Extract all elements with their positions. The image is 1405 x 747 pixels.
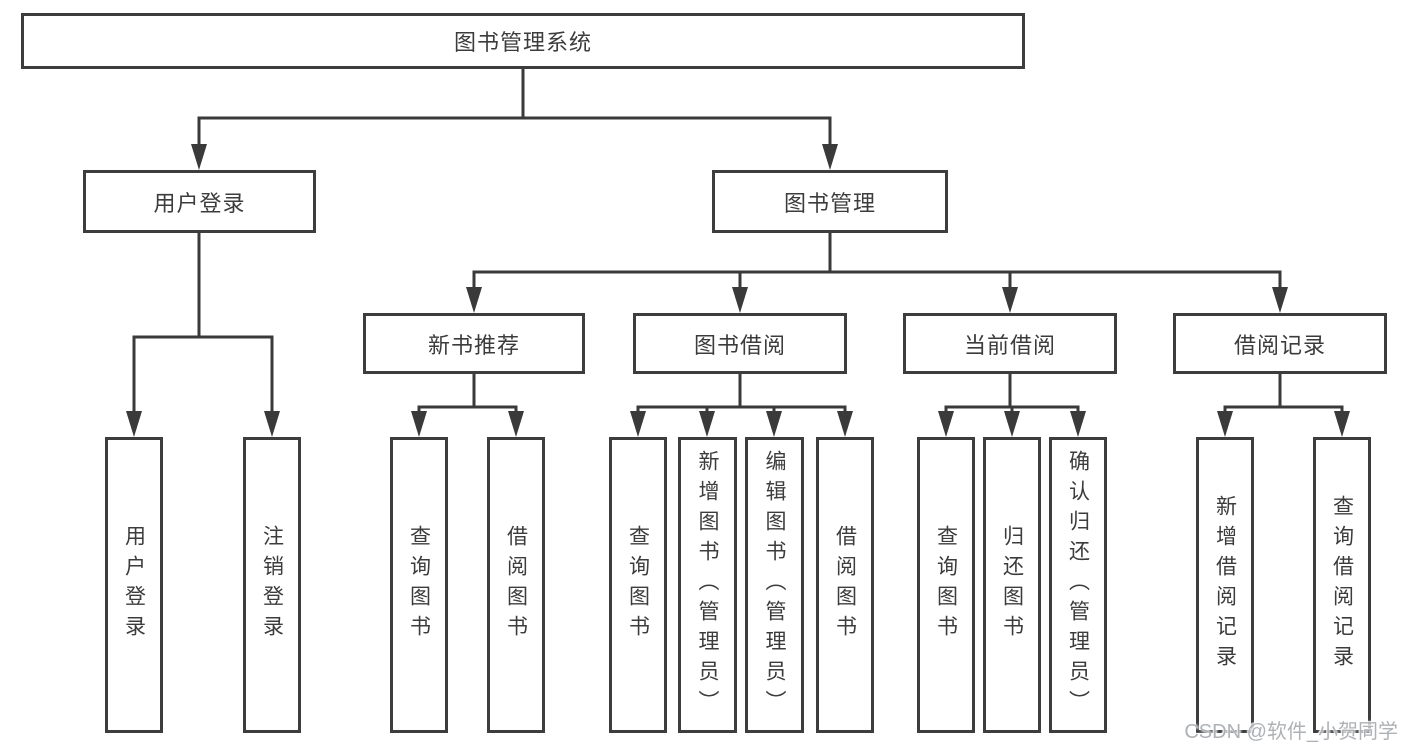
node-label: 确认归还（管理员） [1066,450,1090,720]
node-label: 注销登录 [260,525,284,645]
node-root: 图书管理系统 [21,13,1025,69]
node-new-book-recommend: 新书推荐 [363,313,585,374]
node-label: 借阅图书 [833,525,857,645]
node-label: 新增借阅记录 [1213,495,1237,675]
connector-root-to-level2 [191,67,838,170]
node-label: 图书借阅 [693,332,786,358]
node-label: 新书推荐 [427,332,520,358]
node-label: 归还图书 [1000,525,1024,645]
node-label: 编辑图书（管理员） [763,450,786,720]
leaf-query-books-borrow: 查询图书 [609,437,667,733]
node-borrow-records: 借阅记录 [1173,313,1387,374]
connector-borrow-records-children [1217,372,1350,437]
csdn-watermark: CSDN @软件_小贺同学 [1184,721,1398,743]
node-label: 图书管理 [783,190,876,216]
leaf-query-borrow-record: 查询借阅记录 [1313,437,1371,733]
node-label: 图书管理系统 [453,30,592,55]
node-current-borrow: 当前借阅 [903,313,1117,374]
leaf-add-borrow-record: 新增借阅记录 [1196,437,1254,733]
node-book-management: 图书管理 [712,170,948,233]
leaf-return-book: 归还图书 [983,437,1041,733]
leaf-confirm-return-admin: 确认归还（管理员） [1049,437,1107,733]
node-label: 查询图书 [626,525,650,645]
leaf-add-book-admin: 新增图书（管理员） [678,437,737,733]
connector-user-login-children [126,231,280,437]
leaf-logout: 注销登录 [243,437,301,733]
leaf-query-books-current: 查询图书 [917,437,975,733]
connector-book-borrow-children [630,372,853,437]
leaf-user-login: 用户登录 [105,437,163,733]
node-label: 借阅图书 [504,525,528,645]
leaf-borrow-books: 借阅图书 [816,437,874,733]
node-label: 用户登录 [153,190,246,216]
connector-new-book-children [411,372,524,437]
connector-current-borrow-children [938,372,1086,437]
node-label: 查询借阅记录 [1330,495,1354,675]
node-label: 查询图书 [934,525,958,645]
node-label: 用户登录 [122,525,146,645]
node-user-login: 用户登录 [83,170,316,233]
node-book-borrow: 图书借阅 [633,313,847,374]
leaf-query-books-recommend: 查询图书 [390,437,448,733]
connector-book-management-children [466,231,1288,313]
node-label: 新增图书（管理员） [696,450,719,720]
leaf-borrow-books-recommend: 借阅图书 [487,437,545,733]
node-label: 查询图书 [407,525,431,645]
node-label: 当前借阅 [963,332,1056,358]
leaf-edit-book-admin: 编辑图书（管理员） [745,437,804,733]
node-label: 借阅记录 [1233,332,1326,358]
